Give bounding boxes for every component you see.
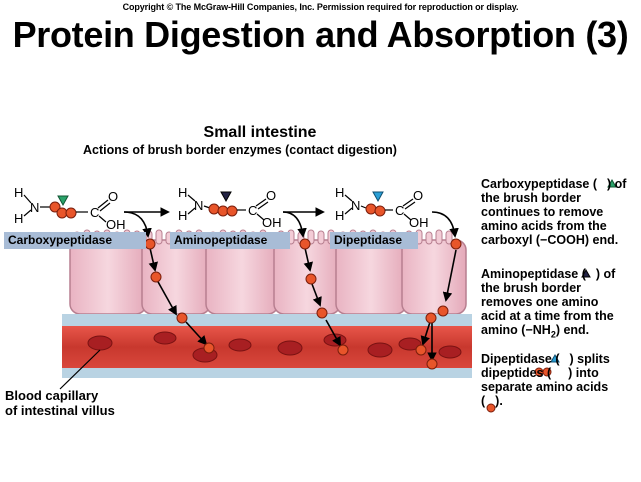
svg-text:OH: OH [409, 215, 429, 230]
svg-text:O: O [108, 189, 118, 204]
svg-text:H: H [178, 185, 187, 200]
blood-label-pointer [59, 349, 101, 390]
copyright-notice: Copyright © The McGraw-Hill Companies, I… [122, 2, 519, 12]
dipeptide-molecule: H H N C O OH [335, 185, 429, 230]
dipeptidase-description: Dipeptidase () splits dipeptides () into… [481, 352, 610, 408]
svg-text:H: H [178, 208, 187, 223]
enzyme-label-carboxypeptidase: Carboxypeptidase [4, 232, 146, 249]
svg-text:C: C [90, 205, 99, 220]
svg-text:N: N [351, 198, 360, 213]
svg-text:O: O [266, 188, 276, 203]
blood-capillary [62, 314, 472, 378]
svg-text:OH: OH [106, 217, 126, 232]
svg-text:H: H [14, 185, 23, 200]
svg-text:C: C [248, 203, 257, 218]
diagram-subtitle: Small intestine [203, 124, 317, 141]
svg-text:H: H [14, 211, 23, 226]
enzyme-label-dipeptidase: Dipeptidase [330, 232, 418, 249]
diagram-caption: Actions of brush border enzymes (contact… [83, 143, 397, 157]
svg-text:H: H [335, 208, 344, 223]
legend-symbols [486, 178, 617, 413]
carboxypeptidase-description: Carboxypeptidase () of the brush border … [481, 177, 627, 247]
page-title: Protein Digestion and Absorption (3) [12, 14, 629, 55]
svg-text:C: C [395, 203, 404, 218]
svg-text:N: N [30, 200, 39, 215]
blood-capillary-label: Blood capillary of intestinal villus [5, 388, 115, 418]
svg-text:N: N [194, 198, 203, 213]
svg-text:OH: OH [262, 215, 282, 230]
reaction-arrows [123, 207, 459, 238]
amino-acid-pathways [144, 238, 462, 370]
enzyme-label-aminopeptidase: Aminopeptidase [170, 232, 290, 249]
polypeptide-molecule-2: H H N C O OH [178, 185, 282, 230]
svg-text:H: H [335, 185, 344, 200]
svg-text:O: O [413, 188, 423, 203]
aminopeptidase-description: Aminopeptidase () of the brush border re… [481, 267, 616, 340]
polypeptide-molecule-1: H H N C O OH [14, 185, 126, 232]
